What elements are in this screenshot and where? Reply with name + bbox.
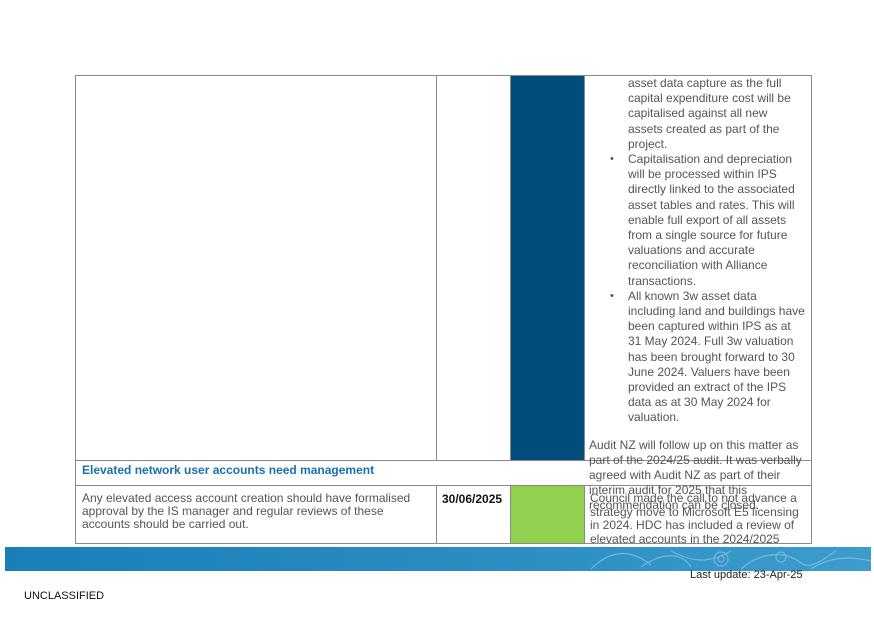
bullet-item: asset data capture as the full capital e… xyxy=(628,76,791,151)
response-bullet-list: asset data capture as the full capital e… xyxy=(589,76,805,426)
status-cell-green xyxy=(510,486,584,543)
cell-recommendation: Any elevated access account creation sho… xyxy=(82,491,411,531)
footer-band xyxy=(5,547,871,571)
cell-response: Council made the call to not advance a s… xyxy=(584,486,811,543)
table-section-row: Elevated network user accounts need mana… xyxy=(76,460,811,485)
bullet-item: Capitalisation and depreciation will be … xyxy=(610,152,805,289)
recommendations-table: asset data capture as the full capital e… xyxy=(75,75,812,544)
table-row: Any elevated access account creation sho… xyxy=(76,485,811,543)
cell-date: 30/06/2025 xyxy=(436,486,510,543)
cell-response-continued: asset data capture as the full capital e… xyxy=(584,76,811,512)
bullet-item: All known 3w asset data including land a… xyxy=(610,289,805,426)
last-update-text: Last update: 23-Apr-25 xyxy=(690,569,803,581)
cell-date-empty xyxy=(436,76,510,460)
cell-recommendation-empty xyxy=(76,76,436,460)
response-followup-text: Audit NZ will follow up on this matter a… xyxy=(589,437,802,513)
classification-label: UNCLASSIFIED xyxy=(24,590,105,602)
section-title: Elevated network user accounts need mana… xyxy=(82,463,375,477)
status-cell-blue xyxy=(510,76,584,460)
decorative-swirl-icon xyxy=(590,550,871,570)
table-row-continued: asset data capture as the full capital e… xyxy=(76,76,811,512)
